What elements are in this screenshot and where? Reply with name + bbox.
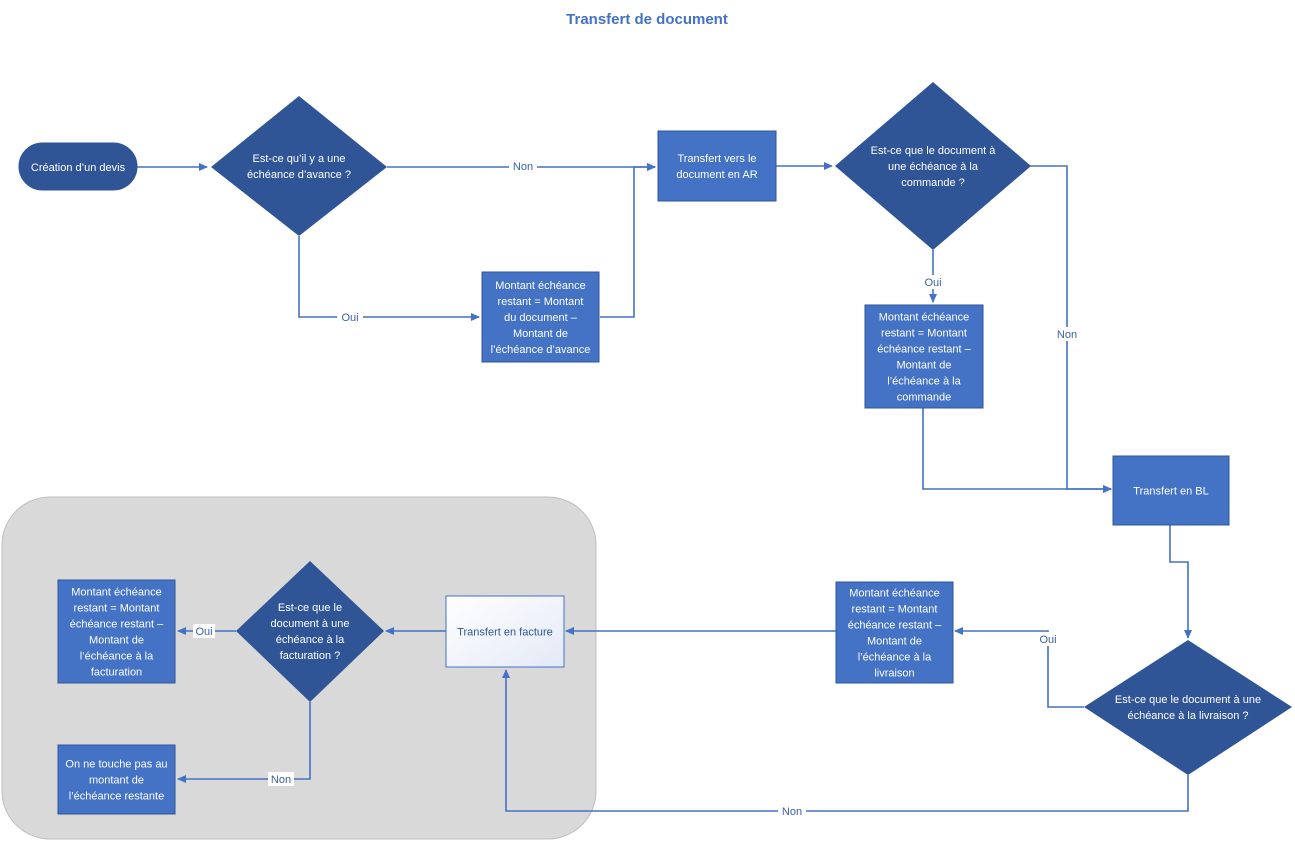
calc-commande-line: restant = Montant xyxy=(881,328,967,340)
calc-avance-line: l’échéance d’avance xyxy=(491,344,591,356)
edge-label-livraison-non: Non xyxy=(782,806,802,818)
calc-facturation-line: l’échéance à la xyxy=(80,651,154,663)
edge-label-livraison-oui: Oui xyxy=(1039,634,1056,646)
process-transfert-facture-label: Transfert en facture xyxy=(457,627,553,639)
calc-commande-line: Montant échéance xyxy=(879,312,970,324)
transfer-ar-line: Transfert vers le xyxy=(677,153,756,165)
q-livraison-line: échéance à la livraison ? xyxy=(1127,710,1248,722)
calc-avance-line: Montant échéance xyxy=(495,280,586,292)
edge-label-avance-non: Non xyxy=(513,161,533,173)
q-facturation-line: Est-ce que le xyxy=(278,602,342,614)
q-commande-line: une échéance à la xyxy=(888,161,979,173)
process-calc-echeance-facturation xyxy=(57,579,176,684)
edge-label-facturation-oui: Oui xyxy=(195,626,212,638)
calc-avance-line: restant = Montant xyxy=(498,296,584,308)
decision-echeance-commande-label: Est-ce que le document à une échéance à l… xyxy=(871,145,997,189)
decision-echeance-avance-label: Est-ce qu’il y a une échéance d’avance ? xyxy=(247,153,351,181)
decision-echeance-avance xyxy=(211,96,387,236)
edge-facturation-non xyxy=(177,702,311,783)
process-calc-echeance-commande-label: Montant échéance restant = Montant échéanc… xyxy=(877,312,971,404)
calc-facturation-line: échéance restant – xyxy=(70,619,164,631)
edge-label-commande-non: Non xyxy=(1057,329,1077,341)
start-label: Création d’un devis xyxy=(31,162,126,174)
no-touch-line: l’échéance restante xyxy=(69,791,164,803)
transfer-facture-line: Transfert en facture xyxy=(457,627,553,639)
process-transfert-facture xyxy=(445,595,565,668)
edge-label-avance-oui: Oui xyxy=(341,312,358,324)
no-touch-line: montant de xyxy=(89,775,144,787)
calc-facturation-line: facturation xyxy=(91,667,142,679)
q-facturation-line: facturation ? xyxy=(280,650,341,662)
edge-label-bg xyxy=(193,624,215,638)
calc-livraison-line: Montant de xyxy=(867,636,922,648)
process-transfert-bl xyxy=(1112,455,1230,526)
q-commande-line: Est-ce que le document à xyxy=(871,145,997,157)
edge-label-facturation-non: Non xyxy=(271,774,291,786)
calc-livraison-line: restant = Montant xyxy=(852,604,938,616)
decision-echeance-commande xyxy=(835,82,1031,250)
process-calc-echeance-facturation-label: Montant échéance restant = Montant échéanc… xyxy=(70,587,164,679)
process-transfert-ar xyxy=(657,130,777,202)
edge-label-commande-oui: Oui xyxy=(924,277,941,289)
edge-label-bg xyxy=(778,804,806,818)
decision-echeance-facturation xyxy=(236,561,384,702)
calc-avance-line: Montant de xyxy=(513,328,568,340)
q-avance-line: Est-ce qu’il y a une xyxy=(253,153,346,165)
edge-livraison-non xyxy=(502,669,1189,812)
calc-livraison-line: l’échéance à la xyxy=(858,652,932,664)
edge-calc-commande-to-transfer-bl xyxy=(922,408,1112,493)
calc-livraison-line: livraison xyxy=(874,668,914,680)
decision-echeance-livraison-label: Est-ce que le document à une échéance à l… xyxy=(1115,694,1261,722)
q-facturation-line: document à une xyxy=(271,618,350,630)
start-terminator-creation-devis xyxy=(18,142,138,191)
calc-facturation-line: restant = Montant xyxy=(74,603,160,615)
process-transfert-ar-label: Transfert vers le document en AR xyxy=(676,153,757,181)
q-avance-line: échéance d’avance ? xyxy=(247,169,351,181)
transfer-bl-line: Transfert en BL xyxy=(1133,486,1208,498)
process-calc-echeance-commande xyxy=(864,304,984,409)
decision-echeance-livraison xyxy=(1084,640,1292,775)
calc-facturation-line: Montant échéance xyxy=(71,587,162,599)
process-transfert-bl-label: Transfert en BL xyxy=(1133,486,1208,498)
no-touch-line: On ne touche pas au xyxy=(65,759,167,771)
edge-transfer-bl-to-question-livraison xyxy=(1169,525,1192,639)
edge-label-bg xyxy=(337,310,363,324)
decision-echeance-facturation-label: Est-ce que le document à une échéance à la… xyxy=(271,602,350,662)
process-calc-echeance-avance-label: Montant échéance restant = Montant du docu… xyxy=(491,280,591,356)
edge-label-bg xyxy=(509,159,537,173)
process-no-touch-echeance-restante xyxy=(57,744,176,815)
edge-label-bg xyxy=(1053,327,1081,341)
process-calc-echeance-livraison-label: Montant échéance restant = Montant échéanc… xyxy=(848,588,942,680)
edge-livraison-oui xyxy=(954,627,1084,708)
process-no-touch-echeance-restante-label: On ne touche pas au montant de l’échéance … xyxy=(65,759,167,803)
edge-avance-oui xyxy=(298,236,480,321)
q-facturation-line: échéance à la xyxy=(276,634,345,646)
calc-commande-line: échéance restant – xyxy=(877,344,971,356)
diagram-title: Transfert de document xyxy=(566,11,728,28)
calc-commande-line: l’échéance à la xyxy=(887,376,961,388)
calc-commande-line: commande xyxy=(897,392,951,404)
process-calc-echeance-avance xyxy=(481,271,600,363)
start-line: Création d’un devis xyxy=(31,162,126,174)
edge-calc-avance-to-transfer-ar xyxy=(600,163,656,318)
calc-livraison-line: échéance restant – xyxy=(848,620,942,632)
q-livraison-line: Est-ce que le document à une xyxy=(1115,694,1261,706)
calc-commande-line: Montant de xyxy=(896,360,951,372)
transfer-ar-line: document en AR xyxy=(676,169,757,181)
edge-label-bg xyxy=(920,275,946,289)
calc-livraison-line: Montant échéance xyxy=(849,588,940,600)
calc-facturation-line: Montant de xyxy=(89,635,144,647)
calc-avance-line: du document – xyxy=(504,312,578,324)
process-calc-echeance-livraison xyxy=(835,581,954,684)
q-commande-line: commande ? xyxy=(901,177,965,189)
edge-label-bg xyxy=(1035,632,1061,646)
edge-label-bg xyxy=(268,772,294,786)
